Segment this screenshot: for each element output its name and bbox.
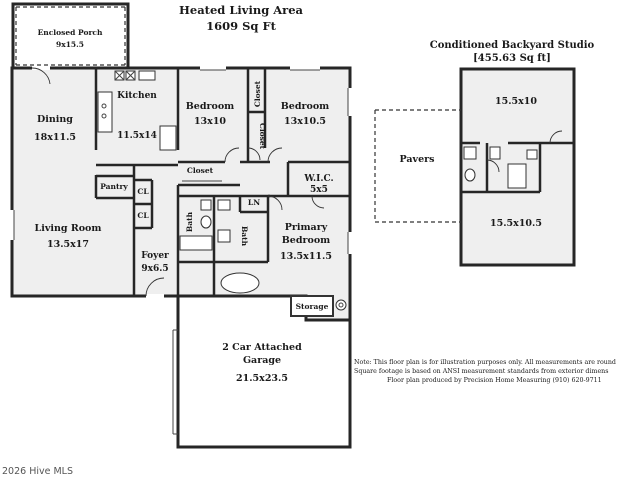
pantry-and-closets: Pantry CL CL	[100, 182, 149, 220]
studio-room-dims: 15.5x10.5	[490, 218, 542, 229]
room-label: Foyer	[141, 251, 169, 261]
room-foyer: Foyer 9x6.5	[141, 251, 169, 298]
room-dims: 9x6.5	[141, 264, 168, 274]
storage-label: Storage	[296, 302, 329, 311]
closet-label: CL	[137, 187, 149, 196]
studio-room-dims: 15.5x10	[495, 96, 537, 107]
room-label: Bedroom	[282, 235, 330, 246]
room-label: W.I.C.	[303, 174, 333, 184]
room-dims: 13.5x11.5	[280, 251, 332, 262]
closet-label: Closet	[253, 80, 262, 107]
room-dims: 13x10.5	[284, 116, 326, 127]
room-bath-primary: LN Bath	[217, 198, 260, 294]
main-plan-title: Heated Living Area	[179, 3, 304, 17]
closet-label: CL	[137, 211, 149, 220]
room-dims: 5x5	[310, 185, 328, 195]
room-label: Bedroom	[281, 101, 329, 112]
room-bath-hall: Bath	[179, 199, 213, 251]
bath-label: Bath	[185, 211, 194, 232]
room-wic: W.I.C. 5x5	[303, 174, 334, 209]
room-dims: 11.5x14	[117, 131, 157, 141]
room-label: Dining	[37, 114, 73, 125]
interior-walls	[94, 68, 350, 296]
room-dims: 18x11.5	[34, 132, 76, 143]
closets-bedrooms: Closet Closet Closet	[182, 80, 267, 182]
room-dims: 13x10	[194, 116, 226, 127]
room-dims: 9x15.5	[56, 40, 84, 49]
room-label: Garage	[243, 355, 281, 366]
room-label: 2 Car Attached	[222, 342, 302, 353]
room-label: Primary	[285, 222, 328, 233]
room-bedroom-1: Bedroom 13x10	[186, 66, 240, 163]
note-line-2: Square footage is based on ANSI measurem…	[354, 368, 608, 375]
room-enclosed-porch: Enclosed Porch 9x15.5	[11, 2, 130, 70]
note-line-1: Note: This floor plan is for illustratio…	[354, 359, 616, 366]
room-dims: 21.5x23.5	[236, 373, 288, 384]
room-dims: 13.5x17	[47, 239, 89, 250]
room-primary-bedroom: Primary Bedroom 13.5x11.5	[267, 195, 352, 262]
disclaimer-note: Note: This floor plan is for illustratio…	[354, 359, 616, 384]
room-label: Living Room	[35, 223, 102, 234]
room-living: Living Room 13.5x17	[10, 210, 102, 250]
room-label: Enclosed Porch	[38, 28, 103, 37]
pantry-label: Pantry	[100, 182, 128, 191]
bath-label: Bath	[240, 226, 249, 247]
room-dining: Dining 18x11.5	[31, 66, 76, 143]
brand-watermark: 2026 Hive MLS	[2, 466, 73, 477]
closet-label: Closet	[187, 166, 214, 175]
room-label: Kitchen	[117, 91, 157, 101]
main-plan-area: 1609 Sq Ft	[206, 19, 277, 33]
studio-area: [455.63 Sq ft]	[473, 53, 551, 64]
linen-label: LN	[248, 198, 260, 207]
studio-building: 15.5x10 15.5x10.5	[459, 67, 576, 267]
room-label: Bedroom	[186, 101, 234, 112]
closet-label: Closet	[258, 123, 267, 150]
note-line-3: Floor plan produced by Precision Home Me…	[387, 377, 602, 384]
studio-title: Conditioned Backyard Studio	[430, 40, 595, 51]
room-garage: Storage 2 Car Attached Garage 21.5x23.5	[172, 294, 352, 449]
room-bedroom-2: Bedroom 13x10.5	[267, 66, 352, 163]
pavers-label: Pavers	[400, 154, 435, 165]
studio-pavers: Pavers	[374, 109, 461, 223]
room-kitchen: Kitchen 11.5x14	[97, 70, 177, 151]
